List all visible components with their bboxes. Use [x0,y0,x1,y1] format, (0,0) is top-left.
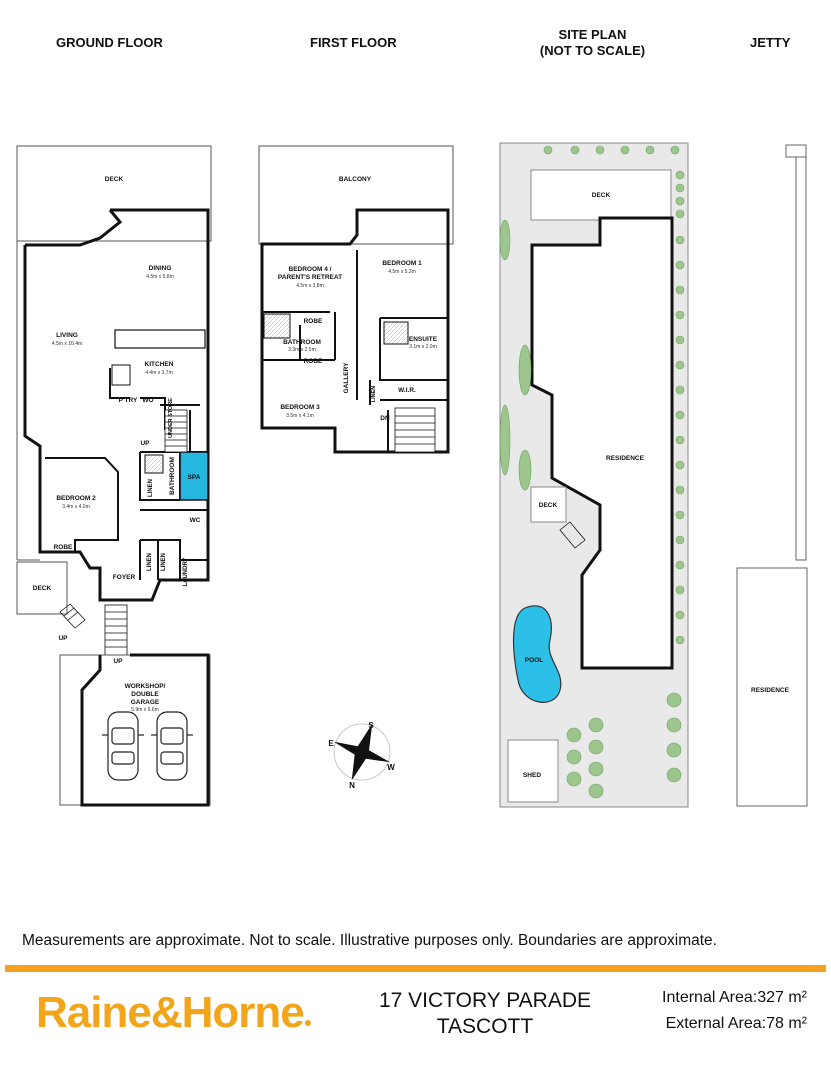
label-bedroom-3: BEDROOM 3 [280,404,320,411]
garage-walls [80,653,210,807]
car-icon [102,711,144,781]
label-wir: W.I.R. [398,387,416,394]
label-garage-size: 5.9m x 9.6m [131,707,159,713]
label-wo: WO [142,397,153,404]
label-robe: ROBE [54,544,73,551]
area-summary: Internal Area:327 m² External Area:78 m² [662,985,807,1037]
label-garage-1: WORKSHOP/ [125,683,166,690]
site-residence-outline [530,216,674,670]
label-up-3: UP [113,658,123,665]
brand-ampersand: & [150,988,183,1037]
address-line-1: 17 VICTORY PARADE [378,989,592,1012]
car-icon [151,711,193,781]
compass-n: N [349,781,355,790]
label-wc: WC [190,517,201,524]
label-bedroom-3-size: 3.5m x 4.1m [286,413,314,419]
label-living-size: 4.5m x 10.4m [52,341,82,347]
label-laundry: LAUNDRY [183,557,189,586]
label-bedroom-1: BEDROOM 1 [382,260,422,267]
ground-small-deck [16,561,68,615]
disclaimer-text: Measurements are approximate. Not to sca… [22,932,717,949]
label-jetty-residence: RESIDENCE [751,687,790,694]
label-balcony: BALCONY [339,176,372,183]
label-robe-1: ROBE [304,318,323,325]
label-robe-2: ROBE [304,358,323,365]
jetty-heading: JETTY [750,35,791,50]
ground-floor-heading: GROUND FLOOR [56,35,163,50]
pool-shape [512,605,562,703]
label-linen-1: LINEN [148,479,154,497]
jetty-plan: RESIDENCE [736,144,808,807]
compass-w: W [387,763,395,772]
label-deck: DECK [105,176,124,183]
label-bedroom-4-size: 4.5m x 3.8m [296,283,324,289]
label-bathroom-first-size: 3.3m x 2.5m [288,347,316,353]
label-foyer: FOYER [113,574,136,581]
site-plan-note: (NOT TO SCALE) [539,43,646,58]
label-bedroom-2: BEDROOM 2 [56,495,96,502]
ground-floor-plan: DECK DINING 4.5m x 5.8m LIVING 4.5m x 10… [16,145,212,807]
label-garage-2: DOUBLE [131,691,159,698]
hedge-top [543,145,680,155]
label-deck-small: DECK [33,585,52,592]
site-plan-title: SITE PLAN [558,27,627,42]
label-site-deck-small: DECK [539,502,558,509]
label-linen-3: LINEN [161,553,167,571]
label-kitchen-size: 4.4m x 3.7m [145,370,173,376]
label-shed: SHED [523,772,541,779]
spa-fill [179,451,209,501]
label-bedroom-2-size: 3.4m x 4.0m [62,504,90,510]
label-linen-2: LINEN [147,553,153,571]
first-floor-walls [260,208,450,454]
registered-mark-icon: ● [303,1014,313,1030]
floor-plan-drawing: DECK DINING 4.5m x 5.8m LIVING 4.5m x 10… [16,142,808,808]
jetty-head [785,144,807,158]
external-area: External Area:78 m² [665,1015,807,1032]
label-kitchen: KITCHEN [145,361,174,368]
label-living: LIVING [56,332,78,339]
label-garage-3: GARAGE [131,699,160,706]
brand-name-b: Horne [181,988,305,1037]
brand-divider [5,965,826,972]
first-floor-heading: FIRST FLOOR [310,35,397,50]
label-site-residence: RESIDENCE [606,455,645,462]
label-bedroom-4b: PARENT'S RETREAT [278,274,342,281]
label-ensuite: ENSUITE [409,336,438,343]
label-bedroom-4a: BEDROOM 4 / [289,266,332,273]
label-pool: POOL [525,657,543,664]
hedge-right [675,170,685,645]
label-up-2: UP [58,635,68,642]
label-bedroom-1-size: 4.5m x 5.2m [388,269,416,275]
compass-icon: S W N E [328,721,395,790]
label-dining-size: 4.5m x 5.8m [146,274,174,280]
site-plan: DECK RESIDENCE DECK POOL SHED [499,142,689,808]
ground-house-walls [23,208,210,602]
jetty-walkway [795,157,807,561]
compass-s: S [368,721,374,730]
label-site-deck: DECK [592,192,611,199]
compass-e: E [328,739,334,748]
label-bathroom: BATHROOM [169,457,176,495]
label-linen-first: LINEN [371,386,377,403]
trees-bottom [566,692,682,799]
label-dn: DN [380,415,390,422]
label-gallery: GALLERY [343,362,350,393]
site-plan-heading: SITE PLAN (NOT TO SCALE) [535,27,650,59]
label-under-store: UNDER STORE [168,398,174,438]
address-line-2: TASCOTT [436,1015,534,1038]
first-floor-plan: BALCONY BEDROOM 4 / PARENT'S RETREAT 4.5… [258,145,454,454]
trees-left [499,219,532,491]
property-address: 17 VICTORY PARADE TASCOTT [360,988,610,1040]
brand-name-a: Raine [36,988,152,1037]
label-dining: DINING [149,265,172,272]
brand-logo: Raine&Horne● [36,988,313,1038]
label-pantry: P'TRY [119,397,138,404]
label-spa: SPA [188,474,201,481]
label-up-1: UP [140,440,150,447]
internal-area: Internal Area:327 m² [662,989,807,1006]
label-bathroom-first: BATHROOM [283,339,321,346]
label-ensuite-size: 3.1m x 2.0m [409,344,437,350]
jetty-residence [736,567,808,807]
